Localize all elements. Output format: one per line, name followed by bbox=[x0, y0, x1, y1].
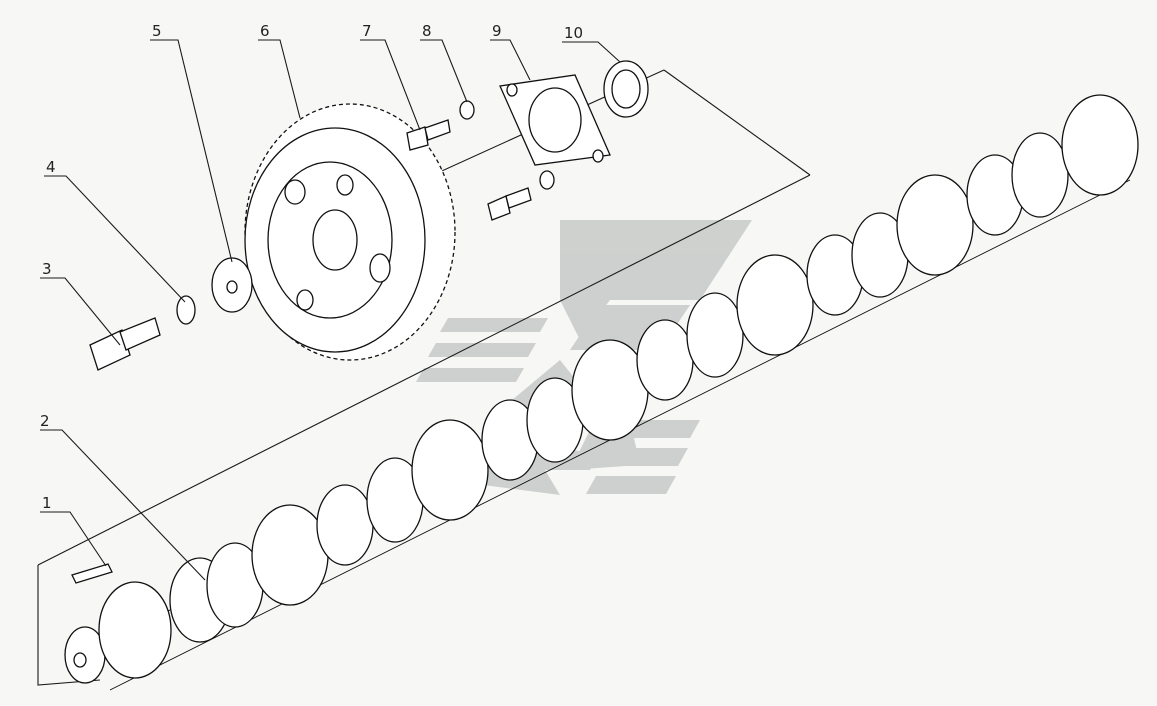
callout-5: 5 bbox=[152, 22, 162, 40]
bolt-part bbox=[89, 317, 161, 371]
callout-4: 4 bbox=[46, 158, 56, 176]
callout-2: 2 bbox=[40, 412, 50, 430]
lock-washer-part bbox=[176, 295, 196, 325]
assembly-outline-lower bbox=[37, 174, 811, 566]
assembly-outline-upper bbox=[663, 69, 811, 176]
camshaft bbox=[64, 94, 1139, 691]
callout-7: 7 bbox=[362, 22, 372, 40]
leader-3 bbox=[40, 277, 121, 346]
key-part bbox=[71, 563, 113, 584]
leader-5 bbox=[150, 39, 233, 263]
flange-bolt-lower-part bbox=[487, 170, 555, 221]
callout-10: 10 bbox=[564, 24, 583, 42]
leader-2 bbox=[40, 429, 206, 581]
flange-part bbox=[499, 74, 611, 166]
ring-part bbox=[603, 60, 649, 118]
callout-3: 3 bbox=[42, 260, 52, 278]
leader-4 bbox=[44, 175, 186, 303]
flange-bolt-part bbox=[406, 119, 451, 151]
callout-9: 9 bbox=[492, 22, 502, 40]
callout-6: 6 bbox=[260, 22, 270, 40]
washer-part bbox=[211, 257, 253, 313]
spring-washer-part bbox=[459, 100, 475, 120]
leader-6 bbox=[258, 39, 301, 119]
leader-9 bbox=[490, 39, 531, 81]
leader-8 bbox=[420, 39, 468, 103]
camshaft-gear bbox=[244, 103, 456, 361]
callout-1: 1 bbox=[42, 494, 52, 512]
leader-10 bbox=[562, 41, 621, 63]
leader-7 bbox=[360, 39, 421, 131]
leader-1 bbox=[40, 511, 107, 567]
callout-8: 8 bbox=[422, 22, 432, 40]
